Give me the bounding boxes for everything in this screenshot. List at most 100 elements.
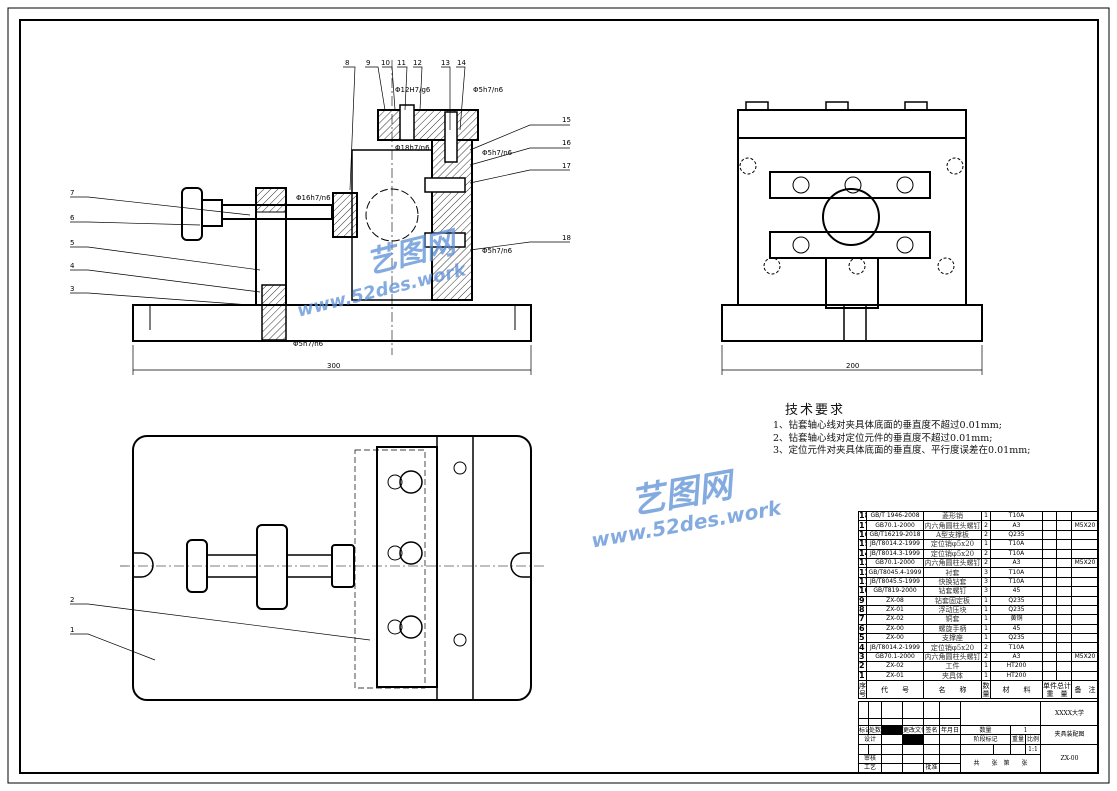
header-material: 材 料 — [990, 680, 1043, 700]
cell-qty: 2 — [981, 520, 991, 531]
header-weight-label: 重 量 — [1046, 689, 1068, 698]
drawing-name: 夹具装配图 — [1040, 725, 1099, 745]
cell-name: 夹具体 — [923, 670, 982, 682]
cell-name: 快换钻套 — [923, 576, 982, 588]
cell-empty — [1056, 642, 1072, 653]
cell-material: A3 — [990, 557, 1043, 569]
cell-name: 工件 — [923, 661, 982, 672]
balloon-9: 9 — [366, 59, 370, 67]
title-block: XXXX大学 标记处数更改文件号签名年月日数量1夹具装配图 设计阶段标记重量比例… — [858, 700, 1099, 774]
cell-empty — [1042, 604, 1057, 616]
cell-no: 4 — [858, 642, 867, 653]
cell-empty — [1042, 661, 1057, 672]
cell-empty — [1056, 548, 1072, 559]
side-view — [721, 101, 983, 375]
cell-note — [1071, 623, 1099, 635]
balloon-3: 3 — [70, 285, 74, 293]
balloon-16: 16 — [562, 139, 571, 147]
cell-material: HT200 — [990, 670, 1043, 682]
fit-label: Φ5h7/n6 — [482, 149, 513, 157]
cell-empty — [1056, 576, 1072, 588]
balloon-5: 5 — [70, 239, 74, 247]
cell-no: 14 — [858, 548, 867, 559]
cell-no: 2 — [858, 661, 867, 672]
cell-name: 螺旋手柄 — [923, 623, 982, 635]
cell-code: JB/T8014.2-1999 — [866, 539, 924, 550]
balloon-18: 18 — [562, 234, 571, 242]
cell-no: 12 — [858, 567, 867, 578]
cell-code: GB/T819-2000 — [866, 586, 924, 597]
cell-code: JB/T8014.3-1999 — [866, 548, 924, 559]
fit-label: Φ5h7/n6 — [482, 247, 513, 255]
cell-qty: 1 — [981, 661, 991, 672]
balloon-10: 10 — [381, 59, 390, 67]
weight-label: 重量 — [1010, 734, 1026, 745]
cell-name: 内六角圆柱头螺钉 — [923, 557, 982, 569]
cell-material: T10A — [990, 548, 1043, 559]
cell-material: A3 — [990, 651, 1043, 663]
cell-note — [1071, 633, 1099, 644]
cell-note — [1071, 614, 1099, 625]
cell-empty — [1042, 623, 1057, 635]
cell-note — [1071, 548, 1099, 559]
cell-material: T10A — [990, 510, 1043, 522]
cell-empty — [1042, 642, 1057, 653]
cell-empty — [1056, 539, 1072, 550]
approve-label: 批准 — [923, 762, 940, 774]
cell-note — [1071, 576, 1099, 588]
cell-code: ZX-00 — [866, 633, 924, 644]
cell-empty — [1042, 539, 1057, 550]
cell-name: A型支撑板 — [923, 529, 982, 541]
balloon-12: 12 — [413, 59, 422, 67]
cell-empty — [1056, 670, 1072, 682]
cell-qty: 2 — [981, 548, 991, 559]
header-code: 代 号 — [866, 680, 924, 700]
cell-qty: 1 — [981, 614, 991, 625]
cell-material: T10A — [990, 576, 1043, 588]
fit-label: Φ5h7/n6 — [293, 340, 324, 348]
cell-note: M5X20 — [1071, 557, 1099, 569]
balloon-7: 7 — [70, 189, 74, 197]
cell-empty — [1042, 651, 1057, 663]
tech-item: 3、定位元件对夹具体底面的垂直度、平行度误差在0.01mm; — [773, 445, 1031, 456]
cell-qty: 1 — [981, 604, 991, 616]
cell-code: GB/T 1946-2008 — [866, 510, 924, 522]
cell-code: GB/T8045.4-1999 — [866, 567, 924, 578]
cell-qty: 1 — [981, 595, 991, 606]
cell-qty: 3 — [981, 576, 991, 588]
header-note: 备 注 — [1071, 680, 1099, 700]
cell-code: GB70.1-2000 — [866, 557, 924, 569]
cell-no: 16 — [858, 529, 867, 541]
cell-note: M5X20 — [1071, 520, 1099, 531]
cell-empty — [1056, 633, 1072, 644]
cell-qty: 1 — [981, 539, 991, 550]
cell-name: 钻套固定板 — [923, 595, 982, 606]
cell-no: 13 — [858, 557, 867, 569]
fit-label: Φ5h7/n6 — [473, 86, 504, 94]
cell-empty — [1056, 567, 1072, 578]
cell-no: 17 — [858, 520, 867, 531]
process-label: 工艺 — [858, 762, 882, 774]
cell-material: Q235 — [990, 604, 1043, 616]
technical-requirements: 技术要求 1、钻套轴心线对夹具体底面的垂直度不超过0.01mm; 2、钻套轴心线… — [773, 399, 1030, 458]
dimension-300: 300 — [327, 362, 340, 370]
scale-value: 1:1 — [1025, 743, 1041, 755]
outer-border — [7, 7, 1110, 784]
cell-note — [1071, 510, 1099, 522]
cell-code: JB/T8014.2-1999 — [866, 642, 924, 653]
top-view — [70, 435, 545, 701]
cell-empty — [1042, 520, 1057, 531]
cell-qty: 1 — [981, 633, 991, 644]
